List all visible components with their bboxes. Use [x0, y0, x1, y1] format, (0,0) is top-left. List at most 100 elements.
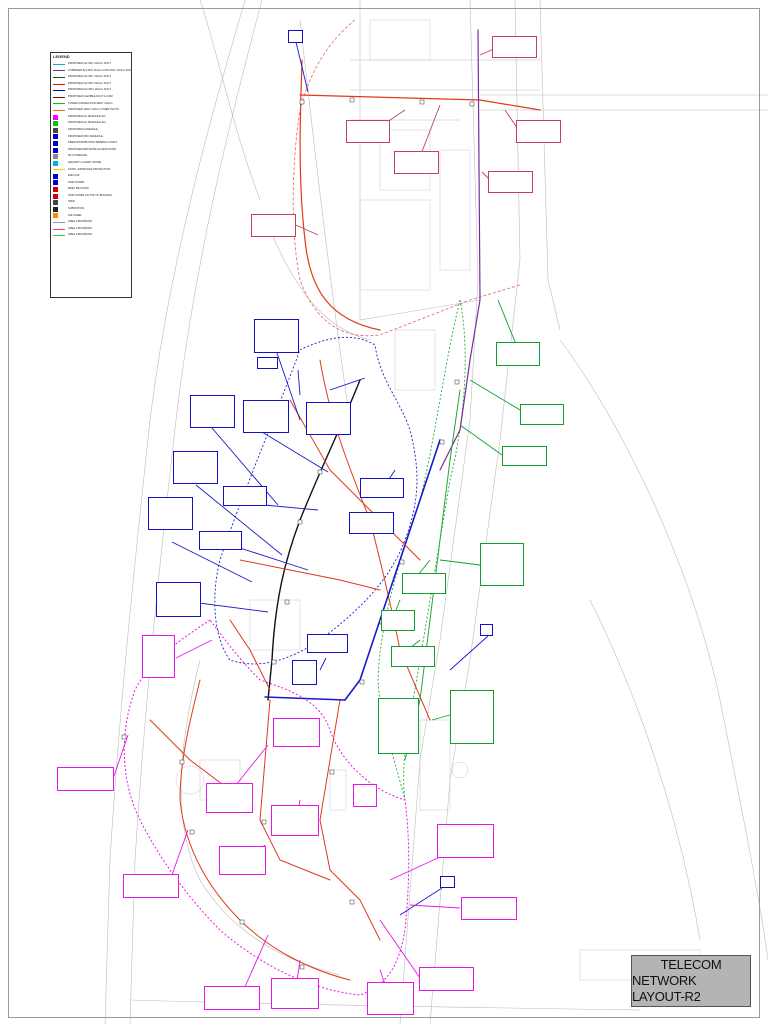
legend-label: PROPOSED 3x2 WAY 110mm DUCT — [68, 75, 111, 79]
legend-item: END CAP — [51, 173, 131, 180]
legend-label: COMBINED 8x2 WAY 110mm & 8x2 WAY 110mm D… — [68, 68, 132, 72]
callout-box — [391, 646, 435, 667]
drawing-title-block: TELECOM NETWORK LAYOUT-R2 — [631, 955, 751, 1007]
legend-swatch — [53, 127, 58, 133]
legend-label: FIBER DISTRIBUTION TERMINAL POINT — [68, 141, 117, 145]
callout-box — [271, 805, 319, 836]
callout-box — [288, 30, 303, 43]
legend-swatch — [53, 154, 58, 160]
legend-swatch — [53, 222, 65, 224]
legend-label: RF COVERAGE — [68, 154, 87, 158]
callout-box — [440, 876, 455, 888]
legend-label: GSM TOWER ON TOP OF BUILDING — [68, 193, 113, 197]
legend-label: AREA 2 BOUNDARY — [68, 226, 93, 230]
callout-box — [57, 767, 114, 791]
legend-swatch — [53, 70, 65, 72]
legend-item: PROPOSED MSC MANHOLE — [51, 134, 131, 141]
callout-box — [199, 531, 242, 550]
drawing-title-line1: TELECOM — [660, 957, 722, 972]
legend-swatch — [53, 200, 58, 206]
callout-box — [257, 357, 278, 369]
legend-item: FDL PANEL — [51, 213, 131, 220]
legend-label: PROPOSED HH MANHOLE 2x4 — [68, 114, 106, 118]
legend-item: SUBSTATION — [51, 206, 131, 213]
callout-box — [254, 319, 299, 353]
legend-item: AREA 3 BOUNDARY — [51, 232, 131, 239]
legend-label: SUBSTATION — [68, 207, 85, 211]
callout-box — [419, 967, 474, 991]
legend-swatch — [53, 90, 65, 92]
legend-label: SECURITY GUARD HOUSE — [68, 160, 102, 164]
callout-box — [123, 874, 179, 898]
manhole-markers — [121, 97, 475, 970]
legend-item: PROPOSED 3x2 WAY 110mm DUCT — [51, 74, 131, 81]
legend-heading: LEGEND — [53, 54, 70, 59]
legend-label: SPAN — [68, 200, 75, 204]
legend-item: PROPOSED HH MANHOLE 4x4 — [51, 120, 131, 127]
legend-swatch — [53, 114, 58, 120]
legend-item: AREA 2 BOUNDARY — [51, 226, 131, 233]
legend-item: GSM TOWER ON TOP OF BUILDING — [51, 193, 131, 200]
legend-item: GSM TOWER — [51, 180, 131, 187]
legend-label: AREA 3 BOUNDARY — [68, 233, 93, 237]
legend-swatch — [53, 228, 65, 230]
callout-box — [450, 690, 494, 744]
legend-item: PROPOSED FLEXIBLE DUCT & GSM — [51, 94, 131, 101]
callout-box — [142, 635, 175, 678]
legend-label: PROPOSED 6x2 WAY 110mm DUCT — [68, 88, 111, 92]
callout-box — [306, 402, 351, 435]
callout-box — [204, 986, 260, 1010]
callout-box — [173, 451, 218, 484]
legend-swatch — [53, 140, 58, 146]
callout-box — [251, 214, 296, 237]
legend-label: END CAP — [68, 174, 80, 178]
legend-swatch — [53, 109, 65, 111]
legend-panel: LEGEND PROPOSED 3x2 WAY 110mm DUCT COMBIN… — [50, 52, 132, 298]
legend-label: MEET ME ROOM — [68, 187, 89, 191]
callout-box — [394, 151, 439, 174]
callout-box — [480, 543, 524, 586]
legend-item: PROPOSED 6x2 WAY 110mm DUCT — [51, 87, 131, 94]
legend-item: RF COVERAGE — [51, 153, 131, 160]
legend-item: KIOSK / ENTRANCE PROTECTION — [51, 167, 131, 174]
legend-swatch — [53, 160, 58, 166]
legend-item: PROPOSED 3x2 WAY 110mm DUCT — [51, 61, 131, 68]
legend-swatch — [53, 187, 58, 193]
callout-box — [520, 404, 564, 425]
callout-box — [273, 718, 320, 747]
callout-box — [219, 846, 266, 875]
legend-label: PROPOSED MSC MANHOLE — [68, 134, 103, 138]
callout-box — [461, 897, 517, 920]
callout-box — [492, 36, 537, 58]
legend-label: PROPOSED HH MANHOLE 4x4 — [68, 121, 106, 125]
callout-box — [349, 512, 394, 534]
legend-swatch — [53, 180, 58, 186]
callout-box — [360, 478, 404, 498]
legend-label: TOWER CONNECTION 4WAY 110mm — [68, 101, 113, 105]
legend-item: PROPOSED 1WAY 110mm OTHER PLOTS — [51, 107, 131, 114]
legend-swatch — [53, 213, 58, 219]
callout-box — [402, 573, 446, 594]
legend-label: PROPOSED 3x2 WAY 110mm DUCT — [68, 62, 111, 65]
legend-label: PROPOSED NETWORK ACCESS POINT — [68, 147, 117, 151]
callout-box — [307, 634, 348, 653]
callout-box — [496, 342, 540, 366]
callout-box — [190, 395, 235, 428]
legend-swatch — [53, 96, 65, 98]
callout-box — [223, 486, 267, 506]
callout-box — [148, 497, 193, 530]
callout-box — [381, 610, 415, 631]
legend-swatch — [53, 76, 65, 78]
legend-label: PROPOSED 1WAY 110mm OTHER PLOTS — [68, 108, 119, 112]
legend-swatch — [53, 147, 58, 153]
legend-swatch — [53, 193, 58, 199]
callout-box — [516, 120, 561, 143]
legend-item: FIBER DISTRIBUTION TERMINAL POINT — [51, 140, 131, 147]
callout-box — [488, 171, 533, 193]
callout-box — [243, 400, 289, 433]
callout-box — [353, 784, 377, 807]
legend-label: PROPOSED 4x2 WAY 110mm DUCT — [68, 81, 111, 85]
legend-item: MEET ME ROOM — [51, 186, 131, 193]
legend-item: PROPOSED HH MANHOLE 2x4 — [51, 114, 131, 121]
